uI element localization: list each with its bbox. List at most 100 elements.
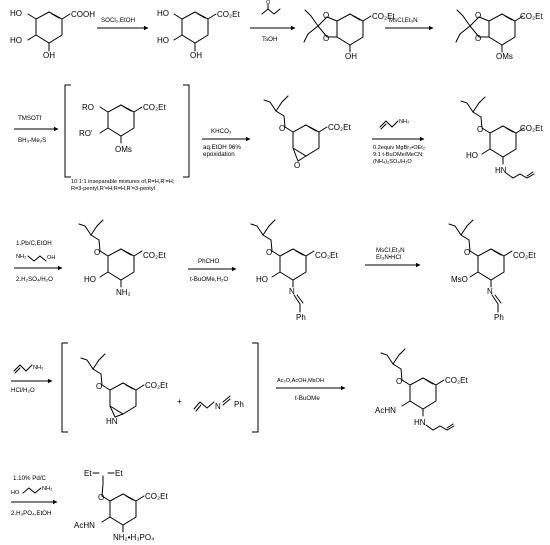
- reaction-arrow: KHCO₃ aq.EtOH 96% epoxidation: [202, 128, 251, 158]
- label-co2et: CO₂Et: [145, 492, 168, 501]
- compound-imine-mesylate: CO₂Et O MsO N Ph: [448, 219, 536, 322]
- label-co2et: CO₂Et: [143, 251, 166, 260]
- reagent-label: MsCl,Et₃N: [389, 17, 418, 24]
- reaction-arrow: PhCHO t-BuOMe,H₂O: [188, 258, 237, 283]
- label-oh: OH: [345, 52, 357, 61]
- label-oms: OMs: [496, 52, 513, 61]
- reagent-label: (NH₄)₂SO₄/H₂O: [373, 159, 412, 165]
- label-n: N: [289, 287, 295, 296]
- compound-ethyl-shikimate: CO₂Et HO HO OH: [157, 9, 240, 60]
- reagent-label: Et₃N•HCl: [376, 254, 401, 261]
- label-ho: HO: [466, 151, 478, 160]
- label-ho: HO: [11, 490, 20, 496]
- label-rpo: RO': [79, 129, 93, 138]
- label-oh: OH: [47, 255, 55, 261]
- reagent-label: t-BuOMe: [295, 395, 320, 402]
- bracket-mixture: [64, 84, 190, 178]
- reaction-arrow: SOCl₂,EtOH: [97, 17, 149, 31]
- label-hn: HN: [495, 166, 507, 175]
- compound-diol-mixture: CO₂Et RO RO' OMs: [79, 103, 166, 154]
- compound-imine-alcohol: CO₂Et O HO N Ph: [250, 219, 338, 322]
- label-co2et: CO₂Et: [145, 381, 168, 390]
- note-line: 10:1:1 inseparable mixtures of,R=H,R'=H;: [71, 179, 175, 185]
- label-o: O: [266, 0, 271, 6]
- reaction-arrow: NH₂ HCl/H₂O: [11, 364, 53, 394]
- label-co2et: CO₂Et: [328, 123, 351, 132]
- reaction-arrow: O TsOH: [250, 0, 296, 43]
- label-nh2: NH₂: [33, 365, 43, 371]
- label-et: Et: [84, 469, 92, 478]
- note-line: R=3-pentyl,R'=H;R=H,R'=3-pentyl: [71, 186, 155, 192]
- compound-epoxide: CO₂Et O O: [263, 95, 351, 170]
- plus-sign: +: [177, 397, 182, 406]
- reagent-label: PhCHO: [198, 258, 220, 265]
- reagent-label: 9:1 t-BuOMe/MeCN;: [373, 152, 424, 158]
- compound-oseltamivir-phosphate: Et Et CO₂Et O AcHN NH₂•H₃PO₄: [74, 469, 168, 542]
- reagent-label: HCl/H₂O: [11, 387, 35, 394]
- label-hn: HN: [414, 418, 426, 427]
- label-o: O: [94, 248, 100, 257]
- label-ho: HO: [84, 275, 96, 284]
- label-hn: HN: [106, 417, 118, 426]
- label-ph: Ph: [234, 400, 244, 409]
- reaction-arrow: TMSOTf BH₃-Me₂S: [14, 115, 59, 144]
- label-co2et: CO₂Et: [372, 12, 395, 21]
- reaction-arrow: 1.10% Pd/C HO NH₂ 2.H₃PO₄,EtOH: [11, 475, 58, 517]
- reagent-label: KHCO₃: [211, 128, 232, 135]
- label-o: O: [477, 125, 483, 134]
- reagent-label: BH₃-Me₂S: [18, 137, 46, 144]
- compound-acetamide-allylamine: CO₂Et O AcHN HN: [375, 348, 468, 431]
- label-ho: HO: [10, 36, 22, 45]
- label-o: O: [279, 124, 285, 133]
- compound-shikimic-acid: COOH HO HO OH: [10, 9, 95, 60]
- reaction-arrow: MsCl,Et₃N Et₃N•HCl: [365, 247, 421, 268]
- reagent-label: 2.H₂SO₄/H₂O: [16, 276, 53, 283]
- label-mso: MsO: [451, 275, 468, 284]
- reagent-label: aq.EtOH 96%: [203, 144, 241, 151]
- reagent-label: epoxidation: [203, 151, 235, 158]
- label-o: O: [396, 377, 402, 386]
- reagent-label: MsCl,Et₃N: [376, 247, 405, 254]
- label-nh2: NH₂: [116, 288, 131, 297]
- reagent-label: 0.2equiv MgBr₂•OEt₂: [373, 145, 425, 151]
- compound-amino-alcohol: CO₂Et O HO NH₂: [78, 219, 166, 297]
- label-nh2-h3po4: NH₂•H₃PO₄: [113, 533, 154, 542]
- reaction-arrow: NH₂ 0.2equiv MgBr₂•OEt₂ 9:1 t-BuOMe/MeCN…: [372, 119, 425, 165]
- reagent-label: SOCl₂,EtOH: [101, 17, 135, 24]
- label-achn: AcHN: [74, 521, 95, 530]
- label-o: O: [323, 11, 329, 20]
- label-n: N: [215, 402, 221, 411]
- label-oms: OMs: [115, 145, 132, 154]
- reagent-label: 1.Pb/C,EtOH: [16, 240, 52, 247]
- compound-aziridine: CO₂Et O HN: [80, 353, 168, 426]
- label-oh: OH: [190, 51, 202, 60]
- label-ro: RO: [82, 103, 94, 112]
- label-o: O: [98, 493, 104, 502]
- label-co2et: CO₂Et: [315, 251, 338, 260]
- label-ho: HO: [256, 275, 268, 284]
- label-et: Et: [115, 469, 123, 478]
- label-o: O: [464, 248, 470, 257]
- label-co2et: CO₂Et: [520, 124, 543, 133]
- label-ho: HO: [157, 9, 169, 18]
- reagent-label: TsOH: [262, 36, 277, 43]
- label-co2et: CO₂Et: [520, 12, 543, 21]
- compound-mesylate: CO₂Et O O OMs: [455, 9, 543, 61]
- label-o: O: [475, 34, 481, 43]
- reagent-label: Ac₂O,AcOH,MsOH: [277, 378, 324, 384]
- label-o: O: [294, 161, 300, 170]
- label-nh2: NH₂: [42, 486, 52, 492]
- label-o: O: [266, 248, 272, 257]
- reagent-label: 2.H₃PO₄,EtOH: [11, 510, 51, 517]
- mixture-note: 10:1:1 inseparable mixtures of,R=H,R'=H;…: [71, 179, 175, 192]
- label-o: O: [96, 382, 102, 391]
- reaction-arrow: 1.Pb/C,EtOH NH₂ OH 2.H₂SO₄/H₂O: [14, 240, 63, 283]
- label-cooh: COOH: [71, 10, 95, 19]
- compound-ketal: CO₂Et O O OH: [303, 9, 395, 61]
- label-achn: AcHN: [375, 406, 396, 415]
- label-o: O: [475, 11, 481, 20]
- label-n: N: [487, 287, 493, 296]
- label-ho: HO: [157, 36, 169, 45]
- label-ho: HO: [10, 9, 22, 18]
